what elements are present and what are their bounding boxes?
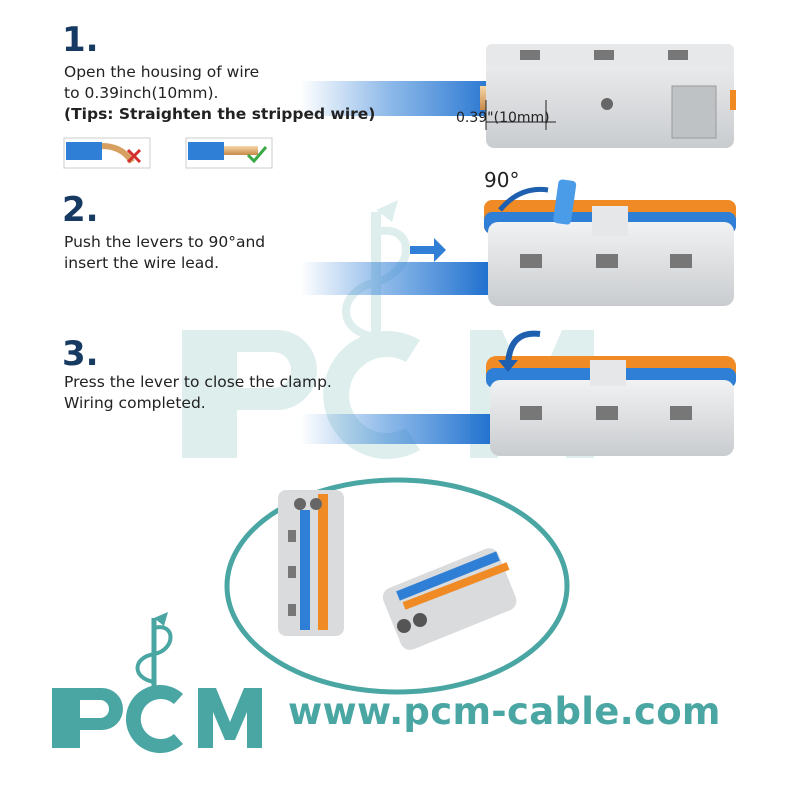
step-3-instructions: Press the lever to close the clamp. Wiri…: [64, 372, 332, 414]
step-3-number: 3.: [62, 334, 99, 374]
step2-connector: [484, 179, 736, 306]
step3-wire: [300, 414, 495, 444]
step3-connector: [486, 330, 736, 456]
tip-wrong-example: [63, 137, 151, 169]
step1-wire: [300, 81, 500, 116]
step-1-instructions: Open the housing of wire to 0.39inch(10m…: [64, 62, 375, 125]
product-connector-angled: [382, 548, 517, 650]
step-2-instructions: Push the levers to 90°and insert the wir…: [64, 232, 265, 274]
product-connector-vertical: [278, 490, 344, 636]
step-1-number: 1.: [62, 20, 99, 60]
website-url: www.pcm-cable.com: [288, 690, 721, 733]
step2-arrow: [410, 238, 446, 262]
step-1-line-2: to 0.39inch(10mm).: [64, 84, 219, 102]
step-1-line-1: Open the housing of wire: [64, 63, 260, 81]
step1-connector: [486, 44, 736, 148]
step-2-number: 2.: [62, 190, 99, 230]
step-2-line-2: insert the wire lead.: [64, 254, 220, 272]
tip-correct-example: [185, 137, 273, 169]
dimension-label: 0.39"(10mm): [456, 110, 550, 126]
step2-wire: [300, 262, 490, 295]
step-1-tip: (Tips: Straighten the stripped wire): [64, 105, 376, 123]
angle-label: 90°: [484, 168, 520, 192]
pcm-logo: [52, 612, 262, 754]
step-3-line-2: Wiring completed.: [64, 394, 206, 412]
step-3-line-1: Press the lever to close the clamp.: [64, 373, 332, 391]
step-2-line-1: Push the levers to 90°and: [64, 233, 266, 251]
